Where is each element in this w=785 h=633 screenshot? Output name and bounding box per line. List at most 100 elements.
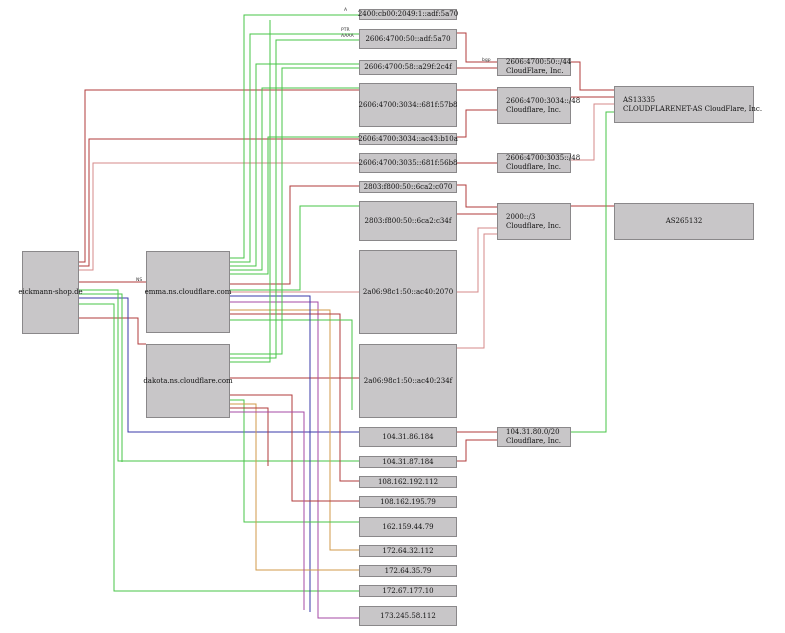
ip-node-ip4-6[interactable]: 172.64.32.112 <box>359 545 457 557</box>
ip-node-ip4-8[interactable]: 172.67.177.10 <box>359 585 457 597</box>
prefix-node-3-line2: Cloudflare, Inc. <box>506 163 561 171</box>
ip-node-ip6-6-label: 2606:4700:3035::681f:56b8 <box>358 158 458 167</box>
edge-19 <box>230 309 359 551</box>
edge-label-a: A <box>344 8 348 13</box>
edge-31 <box>457 32 497 63</box>
prefix-node-4-line2: Cloudflare, Inc. <box>506 221 561 230</box>
edge-label-bgp: bgp <box>482 58 491 63</box>
edge-39 <box>457 233 497 349</box>
edge-14 <box>230 185 359 285</box>
edge-27 <box>230 399 359 523</box>
ip-node-ip4-4[interactable]: 108.162.195.79 <box>359 496 457 508</box>
ip-node-ip6-2-label: 2606:4700:50::adf:5a70 <box>365 34 451 43</box>
ip-node-ip6-9[interactable]: 2a06:98c1:50::ac40:2070 <box>359 250 457 334</box>
domain-node[interactable]: eickmann-shop.de <box>18 251 83 334</box>
ip-node-ip6-5-label: 2606:4700:3034::ac43:b10a <box>358 134 458 143</box>
edge-11 <box>230 63 359 267</box>
prefix-node-4-line1: 2000::/3 <box>506 212 536 221</box>
ip-node-ip6-10[interactable]: 2a06:98c1:50::ac40:234f <box>359 344 457 418</box>
edge-label-ptr: PTR <box>341 28 350 33</box>
prefix-node-2-line2: Cloudflare, Inc. <box>506 105 561 114</box>
ip-node-ip4-9-label: 173.245.58.112 <box>380 611 436 620</box>
ip-node-ip6-5[interactable]: 2606:4700:3034::ac43:b10a <box>358 133 458 145</box>
as-node-265132-label: AS265132 <box>665 217 703 225</box>
edge-20 <box>230 313 359 482</box>
edge-26 <box>230 394 359 502</box>
ip-node-ip4-2[interactable]: 104.31.87.184 <box>359 456 457 468</box>
edge-34 <box>457 109 497 138</box>
edge-1 <box>79 138 359 267</box>
ip-node-ip6-4[interactable]: 2606:4700:3034::681f:57b8 <box>358 83 458 127</box>
edge-15 <box>230 205 359 291</box>
edge-0 <box>79 89 359 263</box>
ip-node-ip6-8-label: 2803:f800:50::6ca2:c34f <box>364 216 452 225</box>
ip-node-ip6-2[interactable]: 2606:4700:50::adf:5a70 <box>359 29 457 49</box>
ip-node-ip6-7[interactable]: 2803:f800:50::6ca2:c070 <box>359 181 457 193</box>
nameserver-node-dakota-label: dakota.ns.cloudflare.com <box>143 376 233 385</box>
edge-24 <box>230 39 359 359</box>
prefix-node-1-line1: 2606:4700:50::/44 <box>506 58 572 66</box>
edge-44 <box>571 103 614 161</box>
ip-node-ip6-10-label: 2a06:98c1:50::ac40:234f <box>363 376 453 385</box>
ip-node-ip6-6[interactable]: 2606:4700:3035::681f:56b8 <box>358 153 458 173</box>
domain-node-label: eickmann-shop.de <box>18 288 83 296</box>
ip-node-ip6-7-label: 2803:f800:50::6ca2:c070 <box>363 182 453 191</box>
ip-node-ip4-7-label: 172.64.35.79 <box>384 566 432 575</box>
ip-node-ip4-7[interactable]: 172.64.35.79 <box>359 565 457 577</box>
prefix-node-1-line2: CloudFlare, Inc. <box>506 67 564 75</box>
edge-42 <box>571 61 614 91</box>
edge-28 <box>230 403 359 571</box>
ip-node-ip4-3[interactable]: 108.162.192.112 <box>359 476 457 488</box>
ip-node-ip4-1[interactable]: 104.31.86.184 <box>359 427 457 447</box>
edge-12 <box>230 87 359 271</box>
ip-node-ip6-4-label: 2606:4700:3034::681f:57b8 <box>358 100 458 109</box>
edge-46 <box>571 111 614 433</box>
prefix-node-2-line1: 2606:4700:3034::/48 <box>506 96 581 105</box>
edge-4 <box>79 317 146 345</box>
as-node-265132[interactable]: AS265132 <box>614 203 754 240</box>
ip-node-ip6-1[interactable]: 2400:cb00:2049:1::adf:5a70 <box>357 9 459 20</box>
graph-edges <box>79 14 614 619</box>
nameserver-node-emma[interactable]: emma.ns.cloudflare.com <box>144 251 232 333</box>
edge-38 <box>457 227 497 293</box>
ip-node-ip4-9[interactable]: 173.245.58.112 <box>359 606 457 626</box>
ip-node-ip4-8-label: 172.67.177.10 <box>382 586 434 595</box>
edge-21 <box>230 319 353 410</box>
ip-node-ip6-8[interactable]: 2803:f800:50::6ca2:c34f <box>359 201 457 241</box>
edge-25 <box>230 20 271 363</box>
prefix-node-5-line1: 104.31.80.0/20 <box>506 428 560 436</box>
edge-10 <box>230 33 359 263</box>
edge-36 <box>457 184 497 208</box>
edge-22 <box>230 295 311 612</box>
ip-node-ip4-2-label: 104.31.87.184 <box>382 457 434 466</box>
nameserver-node-dakota[interactable]: dakota.ns.cloudflare.com <box>143 344 233 418</box>
edge-label-ns: NS <box>136 278 143 283</box>
edge-23 <box>230 67 359 355</box>
ip-node-ip6-9-label: 2a06:98c1:50::ac40:2070 <box>362 287 454 296</box>
ip-node-ip4-3-label: 108.162.192.112 <box>377 477 439 486</box>
nameserver-node-emma-label: emma.ns.cloudflare.com <box>144 287 232 296</box>
ip-node-ip6-3[interactable]: 2606:4700:58::a29f:2c4f <box>359 60 457 75</box>
ip-node-ip4-5-label: 162.159.44.79 <box>382 522 434 531</box>
prefix-node-3-line1: 2606:4700:3035::/48 <box>506 154 581 162</box>
ip-node-ip6-3-label: 2606:4700:58::a29f:2c4f <box>364 63 452 71</box>
edge-2 <box>79 162 359 271</box>
edge-label-aaaa: AAAA <box>341 34 354 39</box>
ip-node-ip4-4-label: 108.162.195.79 <box>380 497 436 506</box>
edge-7 <box>79 293 123 462</box>
edge-9 <box>230 14 359 259</box>
ip-node-ip6-1-label: 2400:cb00:2049:1::adf:5a70 <box>357 10 459 18</box>
edge-41 <box>457 439 497 462</box>
ip-node-ip4-1-label: 104.31.86.184 <box>382 432 434 441</box>
as-node-13335-line2: CLOUDFLARENET-AS CloudFlare, Inc. <box>623 104 763 113</box>
edge-6 <box>79 289 359 462</box>
edge-18 <box>230 301 359 619</box>
ip-node-ip4-5[interactable]: 162.159.44.79 <box>359 517 457 537</box>
